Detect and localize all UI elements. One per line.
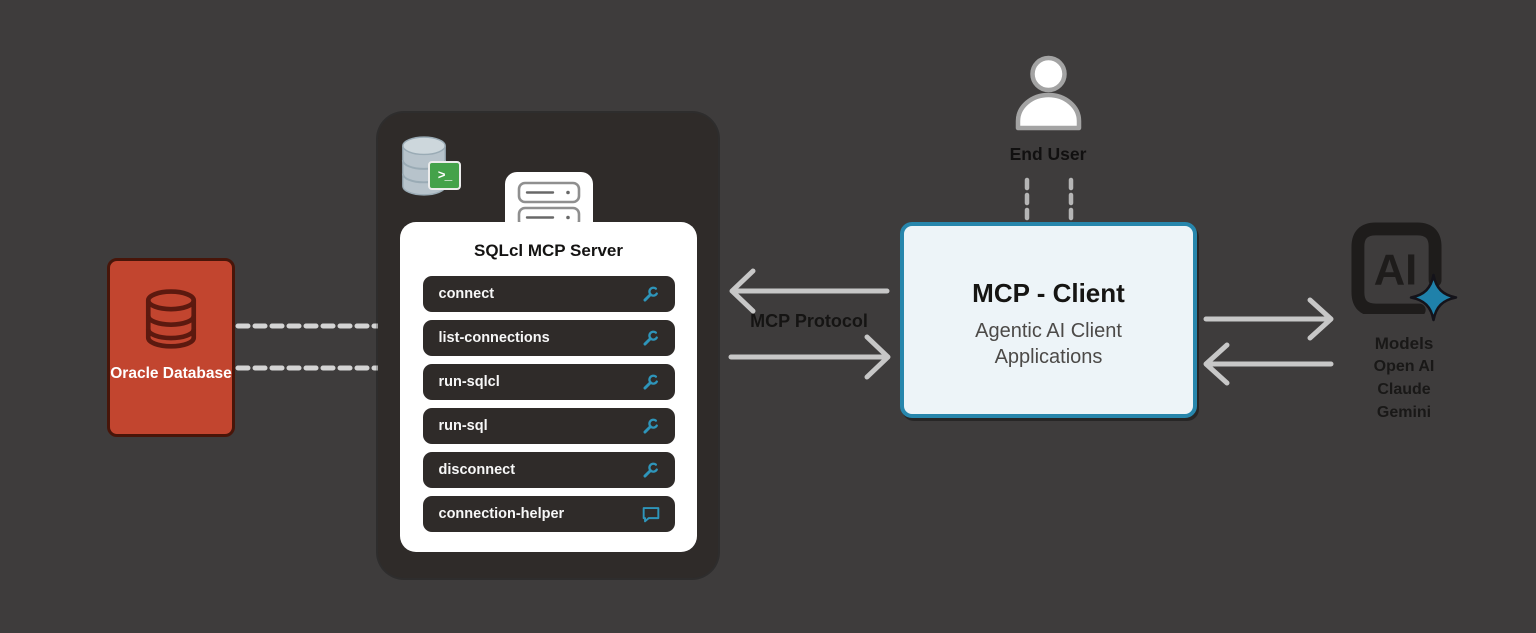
tool-label: connect <box>438 286 495 302</box>
models-item-claude: Claude <box>1377 381 1431 398</box>
end-user-label: End User <box>1009 144 1087 164</box>
database-cylinder-icon <box>145 289 197 349</box>
models-item-gemini: Gemini <box>1376 404 1432 421</box>
tool-label: disconnect <box>438 462 516 478</box>
sqlcl-database-terminal-icon: >_ <box>399 136 469 208</box>
end-user-icon <box>1015 55 1082 131</box>
sparkle-star-icon <box>1409 273 1458 322</box>
sqlcl-server-card: SQLcl MCP Server connect list-connection… <box>400 222 697 552</box>
tool-row-connection-helper: connection-helper <box>422 496 675 532</box>
models-heading: Models <box>1374 334 1434 353</box>
wrench-icon <box>643 286 658 301</box>
arrow-models-to-client-head <box>1203 342 1230 386</box>
tool-label: run-sqlcl <box>438 374 500 390</box>
oracle-database-label: Oracle Database <box>110 365 232 382</box>
wrench-icon <box>643 418 658 433</box>
mcp-client-subtitle-line2: Applications <box>994 346 1103 368</box>
mcp-protocol-label: MCP Protocol <box>750 311 868 331</box>
oracle-database-box: Oracle Database <box>107 258 235 437</box>
server-tab <box>505 172 593 229</box>
sqlcl-server-container: >_ SQLcl MCP Server connect <box>378 113 718 578</box>
tool-list: connect list-connections <box>400 276 697 532</box>
tool-row-connect: connect <box>422 276 675 312</box>
sqlcl-server-title: SQLcl MCP Server <box>474 241 623 260</box>
tool-row-disconnect: disconnect <box>422 452 675 488</box>
chat-bubble-icon <box>642 507 659 523</box>
tool-label: run-sql <box>438 418 488 434</box>
ai-frame-text: AI <box>1374 246 1418 294</box>
terminal-icon: >_ <box>428 161 461 190</box>
tool-label: list-connections <box>438 330 550 346</box>
wrench-icon <box>643 462 658 477</box>
models-item-openai: Open AI <box>1373 358 1435 375</box>
tool-row-run-sqlcl: run-sqlcl <box>422 364 675 400</box>
ai-frame-icon: AI <box>1351 222 1442 314</box>
mcp-client-subtitle-line1: Agentic AI Client <box>975 320 1122 342</box>
models-block: Models Open AI Claude Gemini <box>1347 332 1461 424</box>
arrow-client-to-server-head <box>729 268 756 314</box>
tool-row-list-connections: list-connections <box>422 320 675 356</box>
arrow-server-to-client-head <box>864 334 891 380</box>
wrench-icon <box>643 330 658 345</box>
tool-row-run-sql: run-sql <box>422 408 675 444</box>
wrench-icon <box>643 374 658 389</box>
mcp-client-subtitle: Agentic AI Client Applications <box>904 318 1193 370</box>
tool-label: connection-helper <box>438 506 565 522</box>
arrow-client-to-models-head <box>1307 297 1334 341</box>
mcp-client-title: MCP - Client <box>972 278 1125 308</box>
mcp-client-box: MCP - Client Agentic AI Client Applicati… <box>900 222 1197 418</box>
